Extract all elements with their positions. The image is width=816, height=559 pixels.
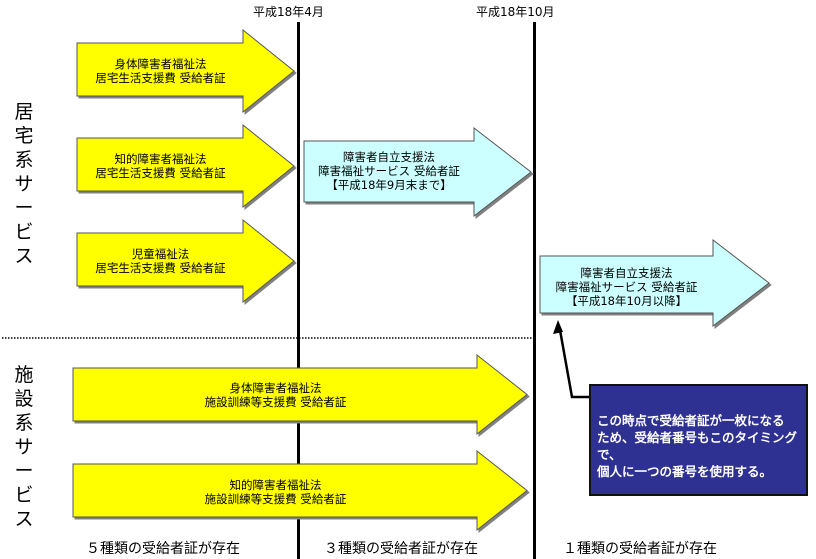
- bottom-label-three-types: ３種類の受給者証が存在: [324, 541, 478, 557]
- bottom-label-one-type: １種類の受給者証が存在: [563, 541, 717, 557]
- arrow-line: 【平成18年9月末まで】: [326, 178, 452, 192]
- arrow-line: 障害者自立支援法: [580, 266, 673, 280]
- date-label-october: 平成18年10月: [476, 5, 555, 19]
- pointer-arrowhead-icon: [553, 320, 563, 334]
- arrow-line: 児童福祉法: [131, 247, 190, 261]
- arrow-line: 施設訓練等支援費 受給者証: [204, 395, 347, 409]
- arrow-label-physical-home: 身体障害者福祉法 居宅生活支援費 受給者証: [78, 57, 243, 85]
- section-label-char: ビ: [14, 484, 34, 506]
- section-label-char: サ: [14, 173, 34, 195]
- arrow-line: 居宅生活支援費 受給者証: [95, 166, 226, 180]
- arrow-line: 障害福祉サービス 受給者証: [318, 164, 460, 178]
- note-line: この時点で受給者証が一枚になる: [597, 413, 785, 428]
- arrow-shape: [72, 353, 528, 436]
- arrow-label-child-home: 児童福祉法 居宅生活支援費 受給者証: [78, 247, 243, 275]
- arrow-shape: [539, 238, 770, 328]
- section-label-facility-services: 施設系サービス: [12, 363, 36, 531]
- bottom-label-five-types: ５種類の受給者証が存在: [86, 541, 240, 557]
- timeline-line-april: [297, 22, 300, 559]
- arrow-shape: [76, 218, 295, 304]
- section-label-char: 設: [14, 388, 34, 410]
- note-box: この時点で受給者証が一枚になる ため、受給者番号もこのタイミングで、 個人に一つ…: [589, 384, 808, 496]
- timeline-line-october: [533, 22, 536, 559]
- arrow-line: 居宅生活支援費 受給者証: [95, 261, 226, 275]
- arrow-shape: [303, 126, 532, 218]
- section-label-char: ー: [14, 197, 34, 219]
- arrow-label-support-act-from-oct: 障害者自立支援法 障害福祉サービス 受給者証 【平成18年10月以降】: [541, 266, 712, 308]
- arrow-line: 居宅生活支援費 受給者証: [95, 71, 226, 85]
- arrow-shape: [76, 123, 295, 209]
- arrow-label-physical-facility: 身体障害者福祉法 施設訓練等支援費 受給者証: [74, 381, 477, 409]
- section-label-char: ス: [14, 245, 34, 267]
- section-label-char: 系: [14, 149, 34, 171]
- arrow-line: 障害者自立支援法: [343, 150, 435, 164]
- arrow-label-intellectual-facility: 知的障害者福祉法 施設訓練等支援費 受給者証: [74, 478, 477, 506]
- section-label-char: サ: [14, 436, 34, 458]
- arrow-line: 身体障害者福祉法: [229, 381, 322, 395]
- section-label-char: 施: [14, 364, 34, 386]
- pointer-line: [558, 329, 589, 399]
- arrow-line: 知的障害者福祉法: [229, 478, 322, 492]
- arrow-line: 知的障害者福祉法: [114, 152, 207, 166]
- section-label-home-services: 居宅系サービス: [12, 100, 36, 268]
- date-label-april: 平成18年4月: [253, 5, 324, 19]
- section-label-char: ビ: [14, 221, 34, 243]
- arrow-line: 身体障害者福祉法: [114, 57, 207, 71]
- section-label-char: ス: [14, 508, 34, 530]
- arrow-shape: [72, 449, 528, 532]
- note-line: 個人に一つの番号を使用する。: [597, 464, 773, 479]
- arrow-label-intellectual-home: 知的障害者福祉法 居宅生活支援費 受給者証: [78, 152, 243, 180]
- arrow-line: 施設訓練等支援費 受給者証: [204, 492, 347, 506]
- arrow-label-support-act-until-sept: 障害者自立支援法 障害福祉サービス 受給者証 【平成18年9月末まで】: [305, 150, 473, 192]
- arrow-shape: [76, 28, 295, 114]
- section-label-char: 系: [14, 412, 34, 434]
- section-label-char: ー: [14, 460, 34, 482]
- arrow-line: 【平成18年10月以降】: [565, 294, 688, 308]
- section-label-char: 宅: [14, 125, 34, 147]
- arrow-line: 障害福祉サービス 受給者証: [555, 280, 698, 294]
- section-label-char: 居: [14, 101, 34, 123]
- note-line: ため、受給者番号もこのタイミングで、: [597, 430, 798, 462]
